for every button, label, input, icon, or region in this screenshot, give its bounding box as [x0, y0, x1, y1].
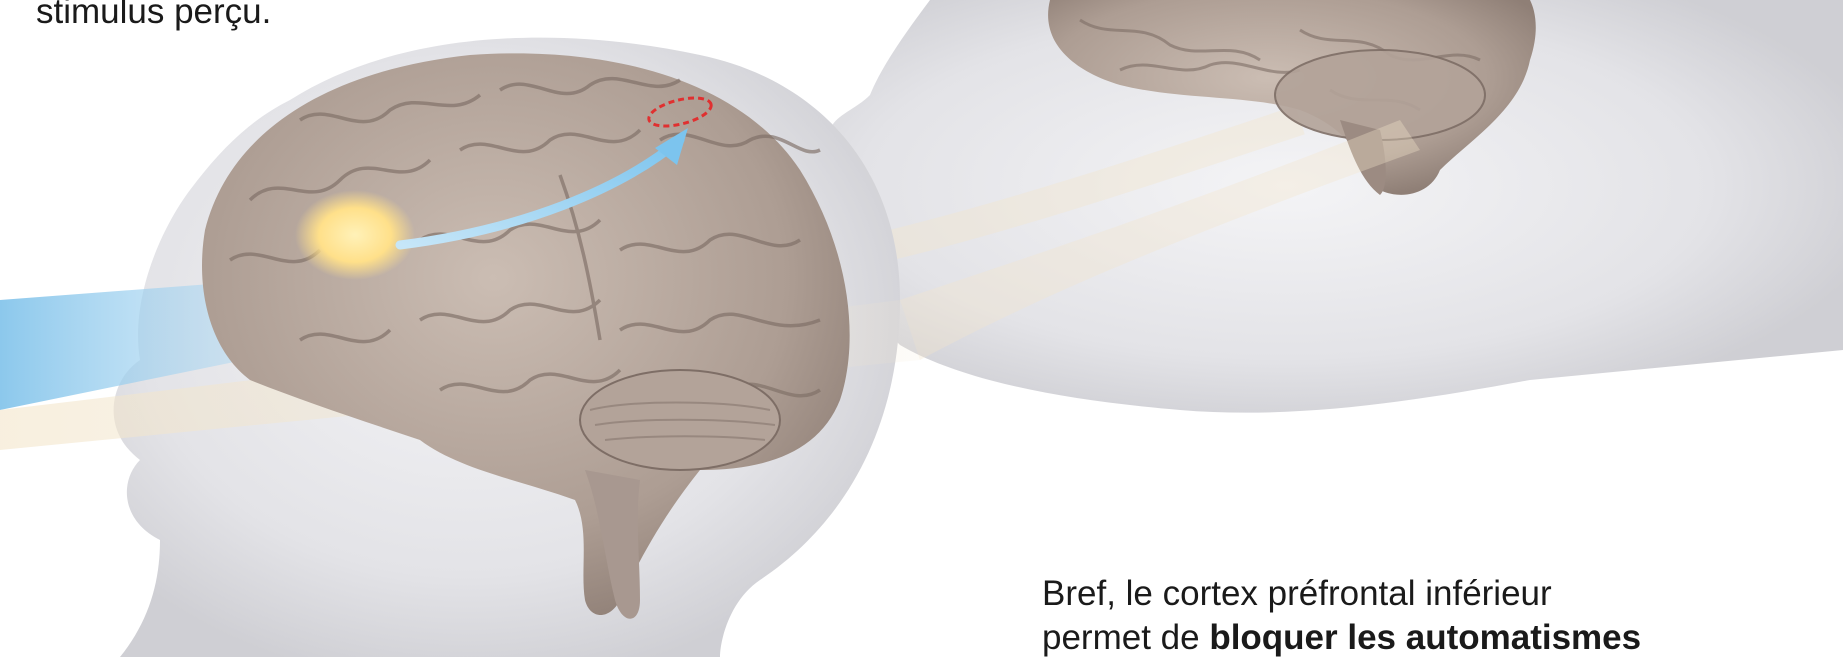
caption-top: stimulus perçu.: [36, 0, 271, 34]
caption-bottom-emphasis: bloquer les automatismes: [1209, 618, 1641, 657]
caption-bottom: Bref, le cortex préfrontal inférieur per…: [1042, 572, 1641, 660]
caption-bottom-line1: Bref, le cortex préfrontal inférieur: [1042, 574, 1552, 613]
caption-bottom-line2: permet de: [1042, 618, 1209, 657]
visual-area-highlight: [295, 190, 415, 280]
